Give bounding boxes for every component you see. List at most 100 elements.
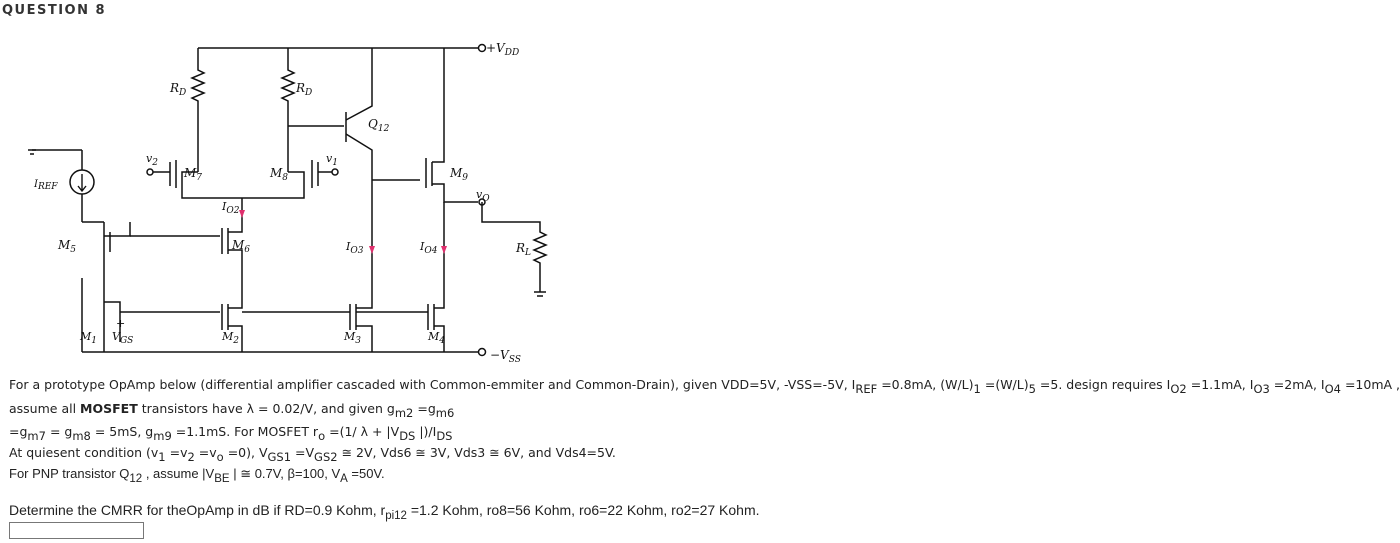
svg-text:M9: M9 [449, 166, 468, 183]
vgs-label: V [112, 330, 121, 343]
io4-label-sub: O4 [424, 246, 437, 256]
text-l5d: =50V. [351, 466, 385, 481]
text-l3f: |)/I [419, 424, 437, 439]
text-l5a: For PNP transistor Q [9, 466, 130, 481]
io4-label: I [419, 240, 425, 253]
vo-label: v [476, 188, 483, 201]
text-l5c: | ≅ 0.7V, β=100, V [233, 466, 341, 481]
svg-text:M6: M6 [231, 238, 250, 255]
m5-label-sub: 5 [70, 245, 76, 255]
v2-label: v [146, 152, 153, 165]
svg-text:M1: M1 [79, 330, 97, 346]
question-line-2: assume all MOSFET transistors have λ = 0… [9, 401, 454, 420]
svg-text:IO2: IO2 [221, 200, 240, 216]
text-l4-o: o [216, 450, 224, 464]
text-l4-gs1: GS1 [267, 450, 292, 464]
text-l1-ref: REF [855, 382, 878, 396]
text-l2b: transistors have λ = 0.02/V, and given g [141, 401, 395, 416]
text-l1b: =0.8mA, (W/L) [881, 377, 974, 392]
text-l4f: ≅ 2V, Vds6 ≅ 3V, Vds3 ≅ 6V, and Vds4=5V. [341, 445, 616, 460]
text-l3b: = g [49, 424, 73, 439]
svg-text:IREF: IREF [33, 179, 58, 192]
m6-label-sub: 6 [244, 245, 250, 255]
v1-label-sub: 1 [332, 158, 338, 168]
rd2-label-sub: D [304, 88, 312, 98]
text-l3c: = 5mS, g [94, 424, 154, 439]
text-l6b: =1.2 Kohm, ro8=56 Kohm, ro6=22 Kohm, ro2… [410, 502, 760, 518]
text-l3e: =(1/ λ + |V [329, 424, 400, 439]
text-l3-m8: m8 [72, 429, 91, 443]
svg-text:Q12: Q12 [368, 117, 390, 134]
m5-label: M [57, 238, 71, 252]
svg-text:RD: RD [295, 81, 312, 98]
text-l3-o: o [318, 429, 326, 443]
m7-label: M [183, 166, 197, 180]
rd1-label-sub: D [178, 88, 186, 98]
rd2-label: R [295, 81, 305, 95]
text-l1e: =1.1mA, I [1190, 377, 1254, 392]
text-l1f: =2mA, I [1273, 377, 1325, 392]
text-l3-m9: m9 [153, 429, 172, 443]
text-l2-bold: MOSFET [80, 401, 138, 416]
question-line-4: At quiesent condition (v1 =v2 =vo =0), V… [9, 445, 616, 464]
vdd-label-sub: DD [504, 48, 519, 58]
vgs-plus: + [116, 317, 125, 330]
vss-label: −V [490, 348, 510, 362]
text-l3-ds2: DS [436, 429, 453, 443]
answer-input[interactable] [9, 522, 144, 539]
text-l2-m6: m6 [435, 406, 455, 420]
svg-text:IO3: IO3 [345, 240, 364, 256]
io2-label-sub: O2 [226, 206, 239, 216]
svg-text:RL: RL [515, 241, 531, 258]
svg-text:RD: RD [169, 81, 186, 98]
svg-text:VGS: VGS [112, 330, 133, 346]
rl-label: R [515, 241, 525, 255]
svg-text:IO4: IO4 [419, 240, 438, 256]
svg-text:M3: M3 [343, 330, 361, 346]
text-l4-gs2: GS2 [314, 450, 338, 464]
io3-label: I [345, 240, 351, 253]
text-l1-o3: O3 [1253, 382, 1270, 396]
m6-label: M [231, 238, 245, 252]
text-l1-o2: O2 [1170, 382, 1187, 396]
text-l4a: At quiesent condition (v [9, 445, 159, 460]
svg-text:M8: M8 [269, 166, 288, 183]
vdd-label: +V [486, 41, 506, 55]
vgs-label-sub: GS [120, 336, 133, 346]
text-l3-m7: m7 [27, 429, 46, 443]
text-l1c: =(W/L) [984, 377, 1029, 392]
text-l4-2: 2 [187, 450, 195, 464]
text-l5-12: 12 [129, 473, 143, 485]
text-l4d: =0), V [227, 445, 268, 460]
m4-label-sub: 4 [438, 336, 445, 346]
text-l4e: =V [295, 445, 315, 460]
text-l4b: =v [169, 445, 188, 460]
svg-text:M4: M4 [427, 330, 445, 346]
m9-label-sub: 9 [462, 173, 468, 183]
text-l2a: assume all [9, 401, 77, 416]
iref-label-sub: REF [37, 182, 58, 192]
vss-terminal [477, 347, 487, 357]
text-l3a: =g [9, 424, 28, 439]
text-l6a: Determine the CMRR for theOpAmp in dB if… [9, 502, 386, 518]
question-line-3: =gm7 = gm8 = 5mS, gm9 =1.1mS. For MOSFET… [9, 424, 452, 443]
v2-label-sub: 2 [151, 158, 158, 168]
text-l2c: =g [417, 401, 436, 416]
question-prompt: Determine the CMRR for theOpAmp in dB if… [9, 502, 760, 522]
svg-text:v1: v1 [326, 152, 338, 168]
q12-label-sub: 12 [378, 124, 390, 134]
text-l1d: =5. design requires I [1039, 377, 1171, 392]
opamp-circuit-diagram: +VDD RD RD Q12 v2 v1 M7 M8 M9 IREF IO2 v… [28, 41, 548, 365]
text-l5-a: A [340, 473, 348, 485]
m2-label-sub: 2 [232, 336, 239, 346]
svg-text:vO: vO [476, 188, 490, 204]
text-l1-s1: 1 [973, 382, 981, 396]
m1-label: M [79, 330, 92, 343]
text-l4c: =v [198, 445, 217, 460]
svg-text:M2: M2 [221, 330, 239, 346]
question-title: QUESTION 8 [2, 3, 107, 18]
text-l1-s5: 5 [1028, 382, 1036, 396]
text-l1-o4: O4 [1324, 382, 1341, 396]
text-l2-m2: m2 [394, 406, 414, 420]
m3-label: M [343, 330, 356, 343]
